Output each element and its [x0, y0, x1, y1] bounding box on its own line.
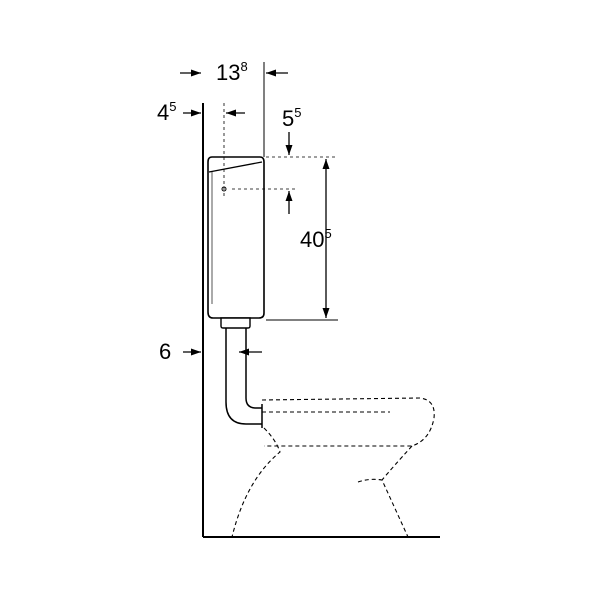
flush-pipe	[225, 328, 263, 428]
cistern-lid-line	[208, 161, 263, 173]
outlet-fitting	[220, 317, 251, 329]
bowl-back	[231, 427, 281, 538]
extension-lines	[263, 62, 338, 321]
toilet-bowl	[231, 397, 435, 538]
dim-label-top-width: 138	[216, 59, 248, 85]
pipe-outer	[225, 328, 262, 425]
cistern	[207, 156, 265, 329]
dim-label-cistern-height: 405	[300, 226, 332, 252]
dim-label-wall-offset: 45	[157, 99, 176, 125]
cistern-body	[207, 156, 265, 319]
bowl-trap	[357, 478, 383, 483]
dimension-arrows	[180, 69, 330, 356]
bowl-rim	[261, 397, 435, 447]
reference-lines	[223, 103, 338, 196]
dim-label-top-offset: 55	[282, 105, 301, 131]
pipe-inner	[245, 328, 262, 409]
bowl-front	[381, 445, 413, 538]
dim-label-pipe-offset: 6	[159, 339, 171, 364]
